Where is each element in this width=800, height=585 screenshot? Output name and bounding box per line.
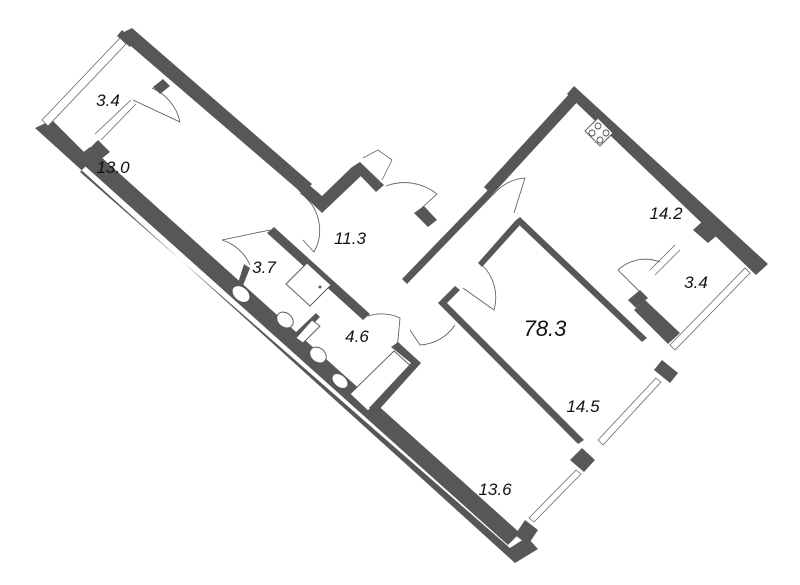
bedroom-right-north-wall xyxy=(515,217,647,342)
exterior-east-pier-3 xyxy=(515,520,538,545)
shaft xyxy=(295,319,321,344)
room-area-label: 14.2 xyxy=(649,204,683,223)
kitchen-north-wall xyxy=(567,86,768,275)
balcony-left-door-frame xyxy=(94,99,132,135)
sink-2-icon xyxy=(331,373,349,389)
kitchen-east-pier xyxy=(693,219,720,243)
exterior-east-pier-1 xyxy=(654,360,678,383)
sink-icon xyxy=(231,285,251,303)
bedroom-right-south-wall xyxy=(438,299,584,444)
burner-icon xyxy=(596,136,604,144)
balcony-right-door-frame xyxy=(649,244,676,271)
room-area-label: 11.3 xyxy=(334,229,366,248)
bedroom-right-west-wall xyxy=(478,221,520,267)
balcony-left-pier-lower xyxy=(90,140,110,160)
hall-east-wall xyxy=(402,190,493,284)
shower-drain-icon xyxy=(318,285,322,289)
door-swing-kitchen xyxy=(492,177,526,214)
window-living-room xyxy=(528,469,582,523)
door-swing-bath-large xyxy=(367,313,401,351)
bath-small-west-stub xyxy=(232,264,250,288)
room-area-label: 4.6 xyxy=(345,327,369,346)
balcony-left-window xyxy=(41,37,127,127)
hall-east-stub xyxy=(414,206,437,227)
window-balcony-right xyxy=(669,267,751,351)
stove-icon xyxy=(584,117,614,147)
balcony-left-door-frame-2 xyxy=(100,103,137,141)
door-swing-bedroom-right xyxy=(462,264,497,311)
room-area-label: 3.4 xyxy=(96,91,120,110)
toilet-icon xyxy=(276,311,294,329)
toilet-2-icon xyxy=(309,346,327,364)
room-area-label: 13.6 xyxy=(478,480,512,499)
burner-icon xyxy=(602,129,610,137)
room-area-label: 14.5 xyxy=(566,397,600,416)
exterior-east-wall xyxy=(634,300,680,344)
hall-north-wall-2 xyxy=(352,162,384,192)
door-swing-balcony-left xyxy=(132,87,181,123)
door-swing-bath-small xyxy=(221,229,271,266)
total-area-label: 78.3 xyxy=(523,316,567,341)
room-area-label: 13.0 xyxy=(96,158,130,177)
door-swing-living xyxy=(409,324,456,346)
kitchen-west-wall xyxy=(484,92,580,195)
door-swing-balcony-right xyxy=(617,258,661,293)
room-area-label: 3.7 xyxy=(252,258,276,277)
burner-icon xyxy=(594,122,602,130)
hall-north-wall xyxy=(298,167,362,213)
wall-balcony-corner xyxy=(117,30,135,47)
door-swing-entrance xyxy=(385,182,438,215)
bath-large-east-wall xyxy=(369,342,421,413)
balcony-left-pier xyxy=(153,79,170,94)
pier-kitchen-bedroom xyxy=(628,290,648,308)
window-bedroom-right xyxy=(597,377,662,446)
balcony-right-door-frame-2 xyxy=(654,249,681,276)
exterior-wall-main xyxy=(76,147,520,545)
room-area-label: 3.4 xyxy=(684,273,708,292)
shower-tray xyxy=(285,262,332,307)
hall-niche-outline xyxy=(362,149,393,181)
exterior-east-pier-2 xyxy=(570,448,595,472)
exterior-wall-northwest xyxy=(118,28,312,194)
door-swing-bedroom-left xyxy=(299,192,321,253)
burner-icon xyxy=(588,129,596,137)
